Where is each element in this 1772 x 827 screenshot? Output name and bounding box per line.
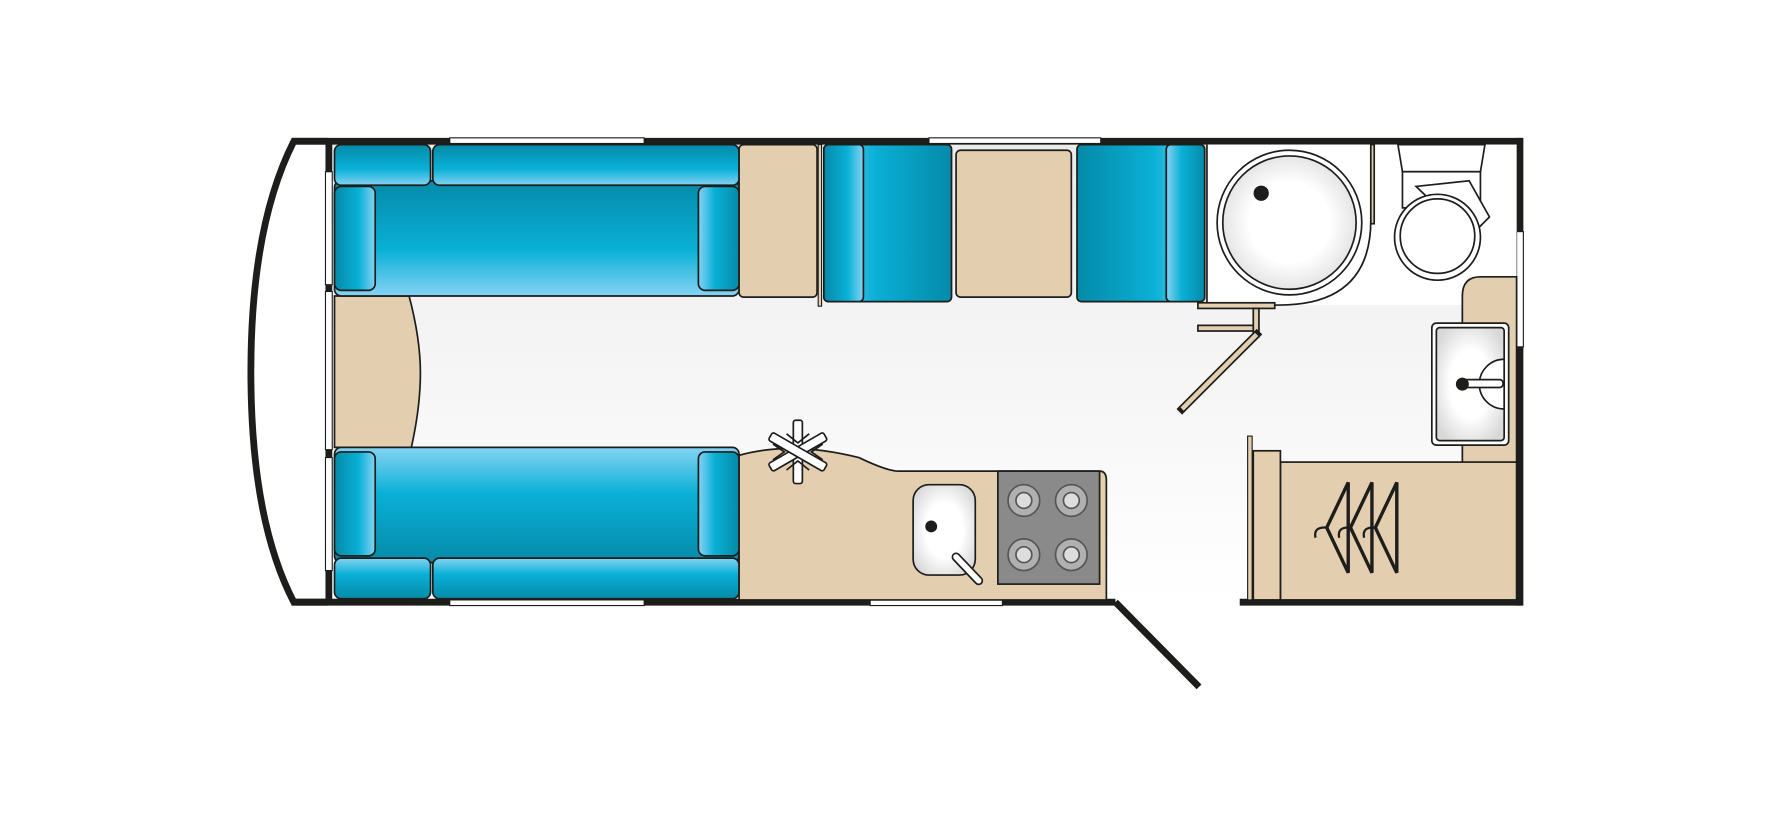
snowflake-fridge-icon xyxy=(768,419,828,485)
sofa-left xyxy=(333,143,740,297)
toilet-icon xyxy=(1393,179,1491,282)
dinette-back xyxy=(1165,143,1206,303)
window-mid-left xyxy=(928,137,1102,145)
hob-burner-icon xyxy=(1007,483,1089,572)
window-front-left xyxy=(449,137,645,145)
windows xyxy=(324,137,1524,607)
shower-drain xyxy=(1253,185,1269,201)
dinette-back xyxy=(822,143,865,303)
window-nose-bottom xyxy=(324,456,333,572)
sofa-right xyxy=(333,446,740,600)
toilet-cistern xyxy=(1396,143,1486,173)
arm-cushion xyxy=(333,185,377,292)
arm-cushion xyxy=(697,185,740,292)
hob xyxy=(997,470,1101,585)
wardrobe-cabinet xyxy=(738,143,818,298)
back-cushion xyxy=(431,143,740,187)
wardrobe-side xyxy=(1252,449,1282,601)
dinette-table xyxy=(955,149,1073,298)
window-front-right xyxy=(449,599,645,607)
arm-cushion xyxy=(333,451,377,557)
kitchen-sink-icon xyxy=(912,483,984,586)
back-cushion xyxy=(431,557,740,600)
window-rear xyxy=(1516,231,1524,348)
back-cushion xyxy=(333,557,432,600)
front-nose xyxy=(247,137,328,606)
window-nose-top xyxy=(324,171,333,286)
partition xyxy=(817,144,823,307)
front-chest xyxy=(333,295,422,449)
washroom-door-frame xyxy=(1197,301,1276,310)
wardrobe-edge xyxy=(1247,435,1253,601)
window-nose-mid xyxy=(324,290,333,451)
clothes-hanger-icon xyxy=(1313,481,1399,574)
sink-icon xyxy=(1430,322,1510,446)
washroom xyxy=(1176,143,1517,415)
arm-cushion xyxy=(697,451,740,557)
back-cushion xyxy=(333,143,432,187)
dinette xyxy=(822,143,1206,303)
